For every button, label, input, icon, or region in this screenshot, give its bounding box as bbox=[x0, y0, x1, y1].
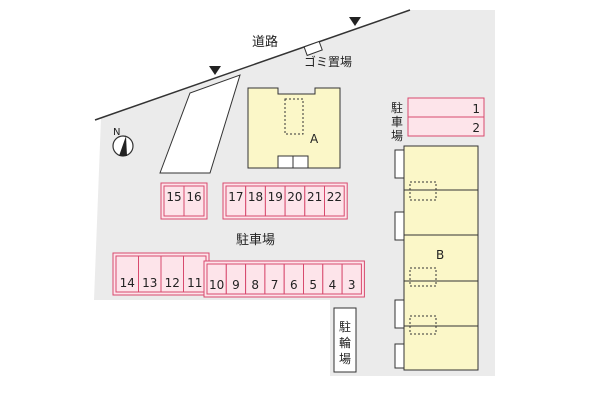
road-boundary bbox=[94, 9, 411, 121]
parking-space-number: 6 bbox=[290, 278, 298, 292]
bicycle-parking bbox=[333, 307, 357, 373]
garbage-label: ゴミ置場 bbox=[304, 54, 352, 69]
site-notch bbox=[159, 74, 241, 174]
building-a-label: A bbox=[310, 132, 319, 146]
parking-group-17-22: 17 18 19 20 21 22 bbox=[222, 182, 348, 220]
parking-space-number: 20 bbox=[287, 190, 302, 204]
vertical-char: 場 bbox=[391, 129, 403, 143]
building-b bbox=[394, 145, 479, 371]
parking-space bbox=[324, 185, 345, 217]
parking-space-number: 16 bbox=[186, 190, 201, 204]
garbage-area bbox=[303, 40, 323, 57]
parking-space-number: 17 bbox=[228, 190, 243, 204]
parking-space-number: 8 bbox=[251, 278, 259, 292]
road-label: 道路 bbox=[252, 34, 278, 50]
parking-space-number: 15 bbox=[166, 190, 181, 204]
compass-icon: N bbox=[112, 127, 134, 157]
bicycle-parking-label: 駐輪場 bbox=[339, 319, 351, 366]
parking-space-number: 9 bbox=[232, 278, 240, 292]
parking-space-number: 10 bbox=[209, 278, 224, 292]
parking-space-number: 19 bbox=[268, 190, 283, 204]
building-b-label: B bbox=[436, 248, 444, 262]
parking-space-number: 7 bbox=[271, 278, 279, 292]
vertical-char: 輪 bbox=[339, 335, 351, 350]
vertical-char: 駐 bbox=[391, 100, 403, 115]
vertical-char: 駐 bbox=[339, 319, 351, 334]
parking-space-number: 12 bbox=[165, 276, 180, 290]
road-marker-icon bbox=[349, 17, 361, 26]
parking-space-number: 11 bbox=[187, 276, 202, 290]
parking-space-number: 1 bbox=[472, 102, 480, 116]
parking-space-number: 21 bbox=[307, 190, 322, 204]
parking-group-top-right: 12 bbox=[407, 97, 485, 137]
parking-space bbox=[341, 263, 362, 295]
parking-space-number: 4 bbox=[329, 278, 337, 292]
parking-space bbox=[407, 116, 485, 137]
parking-group-14-11: 14 13 12 11 bbox=[112, 252, 210, 296]
parking-space bbox=[183, 185, 205, 217]
vertical-char: 場 bbox=[339, 352, 351, 366]
parking-space-number: 5 bbox=[309, 278, 317, 292]
parking-space-number: 13 bbox=[142, 276, 157, 290]
parking-space-number: 14 bbox=[120, 276, 135, 290]
parking-space-number: 2 bbox=[472, 121, 480, 135]
parking-label-side: 駐車場 bbox=[391, 100, 403, 143]
parking-space-number: 22 bbox=[327, 190, 342, 204]
parking-space-number: 18 bbox=[248, 190, 263, 204]
parking-label-main: 駐車場 bbox=[236, 233, 275, 248]
building-a bbox=[247, 87, 341, 169]
road-marker-icon bbox=[209, 66, 221, 75]
compass-label: N bbox=[113, 127, 120, 138]
vertical-char: 車 bbox=[391, 115, 403, 129]
parking-space-number: 3 bbox=[348, 278, 356, 292]
